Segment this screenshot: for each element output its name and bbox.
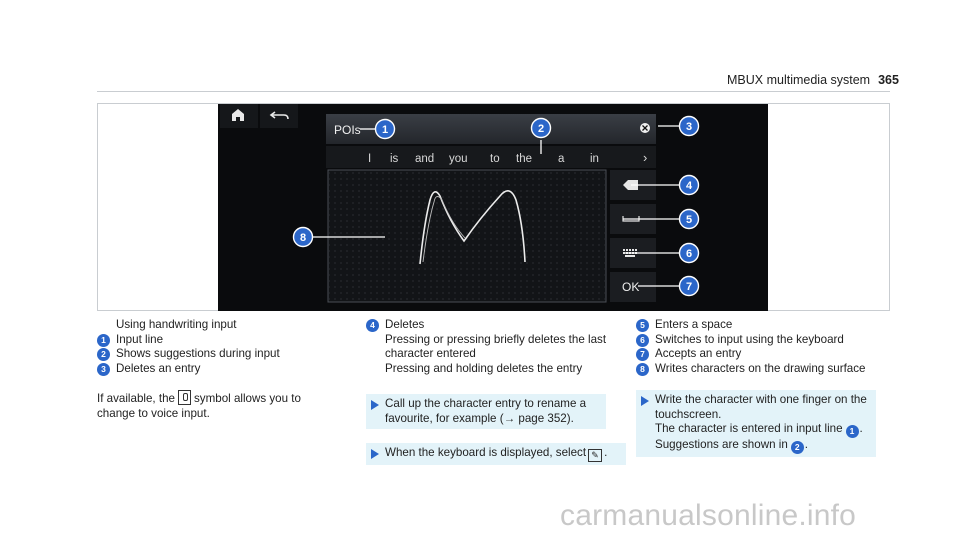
callout-badge-4: 4 [366,319,379,332]
page-header: MBUX multimedia system 365 [727,73,899,87]
callout-badge-2: 2 [790,440,804,454]
legend-item: 6 Switches to input using the keyboard [636,333,886,348]
item-4-line: Pressing and holding deletes the entry [385,361,583,375]
legend-text: Input line [116,332,164,346]
callout-badge: 6 [636,333,649,347]
item-4-title: Deletes [385,318,425,331]
legend-item: 7 Accepts an entry [636,347,886,362]
suggestion-item[interactable]: a [558,153,565,165]
column-1: Using handwriting input 1 Input line 2 Show… [97,318,337,421]
legend-text: Accepts an entry [655,347,742,360]
backspace-icon [623,180,638,190]
callout-4: 4 [678,174,700,196]
callout-badge: 5 [636,319,649,332]
handwritten-stroke [419,190,526,265]
callout-number: 6 [686,248,692,260]
callout-2: 2 [530,117,552,139]
callout-1: 1 [374,118,396,140]
callout-number: 5 [686,214,692,226]
suggestion-item[interactable]: to [490,153,500,165]
handwriting-icon: ✎ [588,449,603,462]
callout-3: 3 [678,115,700,137]
legend-item: 5 Enters a space [636,318,886,333]
callout-badge: 2 [97,348,110,361]
watermark: carmanualsonline.info [560,499,857,532]
column-2: 4 Deletes Pressing or pressing briefly d… [366,318,626,465]
callout-number: 4 [686,180,693,192]
suggestion-item[interactable]: I [368,153,371,165]
keyboard-step: When the keyboard is displayed, select✎. [366,443,626,465]
callout-8: 8 [292,226,314,248]
page-number: 365 [878,73,899,87]
step-arrow-icon [641,396,649,406]
callout-badge: 3 [97,362,110,376]
figure-caption: Using handwriting input [116,318,237,331]
back-icon [269,111,289,120]
header-title: MBUX multimedia system [727,73,871,87]
callout-badge-1: 1 [845,424,859,438]
step-arrow-icon [371,400,379,410]
legend-text: Enters a space [655,318,733,331]
callout-5: 5 [678,208,700,230]
suggestion-bar [326,146,656,168]
callout-number: 3 [686,121,692,133]
suggestions-next[interactable]: › [643,150,647,165]
legend-item: 8 Writes characters on the drawing surfac… [636,362,886,377]
write-step: Write the character with one finger on t… [636,390,876,457]
microphone-icon [178,390,191,405]
callout-badge: 8 [636,362,649,376]
item-4-line: character entered [385,347,476,360]
callout-number: 1 [382,124,388,136]
header-rule [97,91,890,92]
callout-list: 1 2 3 4 5 6 7 8 [292,115,700,297]
home-icon [232,109,244,121]
column-3: 5 Enters a space 6 Switches to input using … [636,318,886,457]
legend-item: 1 Input line [97,333,337,348]
col3-list: 5 Enters a space 6 Switches to input using … [636,318,886,376]
rename-step: Call up the character entry to rename a … [366,394,606,429]
legend-text: Switches to input using the keyboard [655,332,844,346]
callout-7: 7 [678,275,700,297]
step-arrow-icon [371,449,379,459]
item-4-line: Pressing or pressing briefly deletes the… [385,332,607,346]
callout-6: 6 [678,242,700,264]
input-line-text: POIs [334,123,361,137]
suggestion-item[interactable]: the [516,153,532,165]
clear-button[interactable] [640,123,650,133]
callout-number: 8 [300,232,306,244]
legend-text: Writes characters on the drawing surface [655,361,866,375]
suggestion-item[interactable]: you [449,153,468,165]
col1-list: 1 Input line 2 Shows suggestions during inp… [97,333,337,377]
callout-number: 7 [686,281,692,293]
suggestion-item[interactable]: and [415,153,434,165]
legend-text: Shows suggestions during input [116,347,280,360]
legend-item: 3 Deletes an entry [97,362,337,377]
callout-badge: 1 [97,333,110,347]
ok-label: OK [622,280,639,294]
back-button[interactable] [260,104,298,128]
callout-badge: 7 [636,348,649,361]
legend-item: 2 Shows suggestions during input [97,347,337,362]
callout-number: 2 [538,123,544,135]
suggestion-item[interactable]: in [590,153,599,165]
legend-text: Deletes an entry [116,361,201,375]
ok-button[interactable]: OK [610,272,656,302]
home-button[interactable] [220,104,258,128]
suggestion-item[interactable]: is [390,153,399,165]
